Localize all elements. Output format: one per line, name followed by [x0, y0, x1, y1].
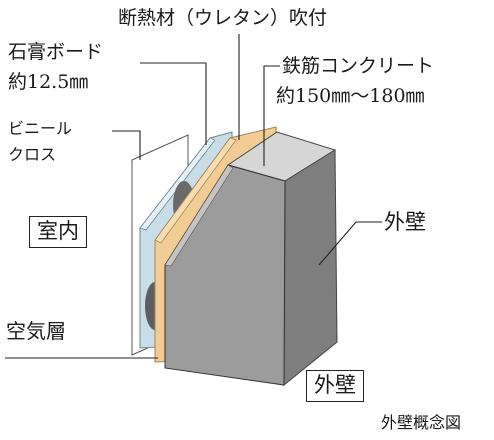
diagram-caption: 外壁概念図 — [381, 413, 462, 432]
label-interior-box: 室内 — [29, 216, 87, 248]
label-vinyl-cloth-2: クロス — [8, 145, 57, 164]
label-concrete-name: 鉄筋コンクリート — [282, 55, 435, 77]
leader-exterior-wall — [318, 221, 382, 266]
label-insulation: 断熱材（ウレタン）吹付 — [118, 7, 328, 29]
leader-gypsum — [140, 62, 207, 145]
label-gypsum-board-thickness: 約12.5㎜ — [8, 71, 89, 93]
insulation-edge — [154, 137, 237, 244]
label-air-layer: 空気層 — [6, 319, 66, 343]
leader-vinyl — [112, 130, 141, 160]
label-exterior-box: 外壁 — [306, 370, 364, 402]
leader-concrete — [263, 65, 280, 166]
label-exterior-wall: 外壁 — [384, 210, 426, 234]
concrete-side-face — [283, 149, 338, 387]
gypsum-board-edge — [139, 137, 216, 231]
label-concrete-thickness: 約150㎜〜180㎜ — [276, 85, 425, 107]
concrete-bevel — [164, 164, 234, 267]
label-vinyl-cloth-1: ビニール — [8, 119, 73, 138]
label-gypsum-board-name: 石膏ボード — [8, 41, 104, 63]
